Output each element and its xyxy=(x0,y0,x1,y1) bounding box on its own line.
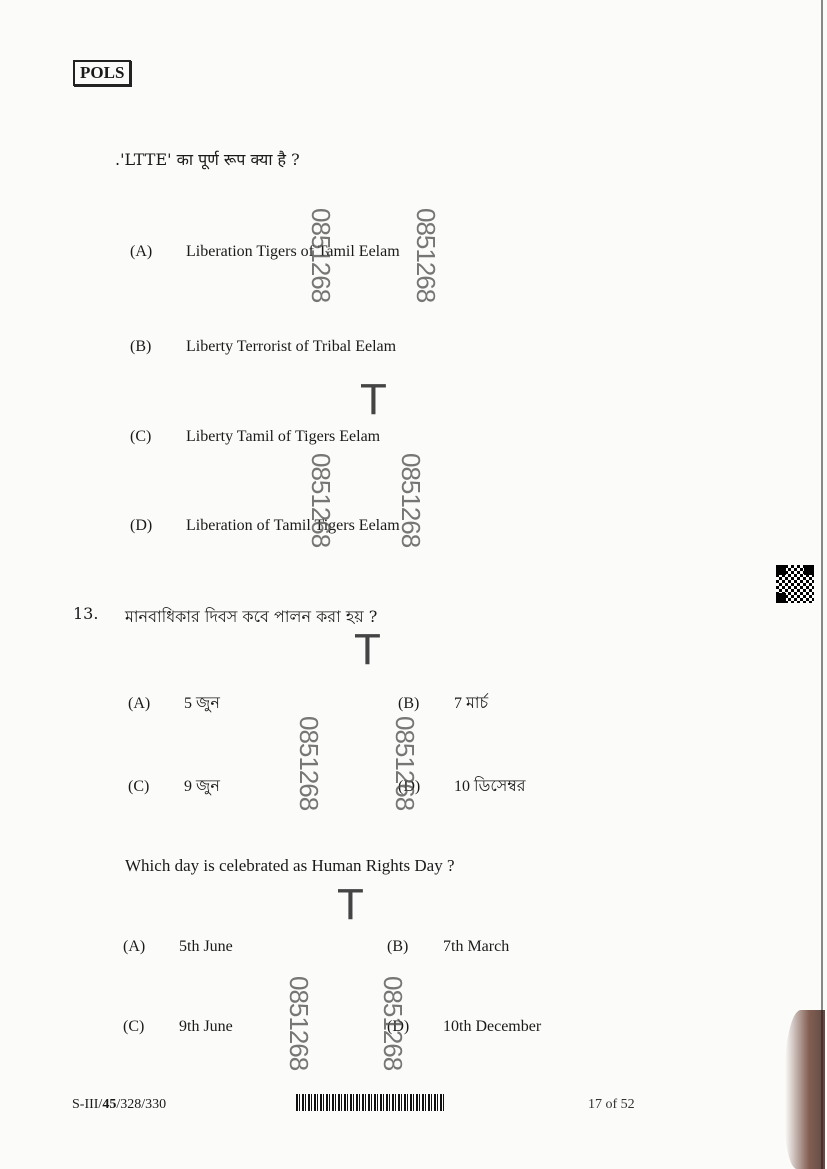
q12-option-b[interactable]: (B) Liberty Terrorist of Tribal Eelam xyxy=(130,338,396,356)
watermark-code: 0851268 xyxy=(284,976,314,1071)
option-label: (A) xyxy=(123,938,146,955)
watermark-code: 0851268 xyxy=(378,976,408,1071)
question-13-english: Which day is celebrated as Human Rights … xyxy=(125,856,455,875)
page-edge xyxy=(821,0,823,1169)
option-text: 7th March xyxy=(443,938,510,955)
option-label: (C) xyxy=(128,778,150,795)
series-number: 45 xyxy=(102,1097,117,1112)
watermark-code: 0851268 xyxy=(306,208,336,303)
watermark-code: 0851268 xyxy=(396,453,426,548)
q13-en-option-a[interactable]: (A) 5th June xyxy=(123,938,233,956)
scan-stain xyxy=(785,1010,825,1169)
q13-en-option-b[interactable]: (B) 7th March xyxy=(387,938,509,956)
option-text: 9th June xyxy=(179,1018,233,1035)
watermark-mark: T xyxy=(354,625,381,674)
option-text: 7 মার্চ xyxy=(454,695,489,712)
option-label: (C) xyxy=(130,428,152,445)
series-prefix: S-III/ xyxy=(72,1097,103,1112)
option-text: 10 ডিসেম্বর xyxy=(454,778,526,795)
q13-en-option-c[interactable]: (C) 9th June xyxy=(123,1018,233,1036)
qr-code xyxy=(776,565,814,603)
option-text: Liberation Tigers of Tamil Eelam xyxy=(186,243,400,260)
q13-bn-option-b[interactable]: (B) 7 মার্চ xyxy=(398,690,488,717)
watermark-mark: T xyxy=(360,375,387,424)
option-label: (D) xyxy=(130,517,153,534)
option-text: Liberation of Tamil Tigers Eelam xyxy=(186,517,400,534)
option-label: (A) xyxy=(128,695,151,712)
watermark-code: 0851268 xyxy=(306,453,336,548)
option-label: (B) xyxy=(387,938,409,955)
option-label: (A) xyxy=(130,243,153,260)
watermark-code: 0851268 xyxy=(294,716,324,811)
watermark-mark: T xyxy=(337,880,364,929)
q13-bn-option-c[interactable]: (C) 9 জুন xyxy=(128,773,220,800)
paper-code: POLS xyxy=(73,60,132,86)
question-13-bengali: মানবাধিকার দিবস কবে পালন করা হয় ? xyxy=(125,607,378,626)
option-text: 5 জুন xyxy=(184,695,220,712)
barcode xyxy=(296,1094,444,1111)
question-13-number: 13. xyxy=(73,604,99,623)
watermark-code: 0851268 xyxy=(390,716,420,811)
option-label: (B) xyxy=(130,338,152,355)
q12-option-c[interactable]: (C) Liberty Tamil of Tigers Eelam xyxy=(130,428,380,446)
option-text: 9 জুন xyxy=(184,778,220,795)
page-number: 17 of 52 xyxy=(588,1097,635,1112)
option-label: (D) xyxy=(398,778,421,795)
option-label: (B) xyxy=(398,695,420,712)
q12-option-a[interactable]: (A) Liberation Tigers of Tamil Eelam xyxy=(130,243,400,261)
option-text: 10th December xyxy=(443,1018,542,1035)
option-text: 5th June xyxy=(179,938,233,955)
q13-en-option-d[interactable]: (D) 10th December xyxy=(387,1018,541,1036)
q13-bn-option-d[interactable]: (D) 10 ডিসেম্বর xyxy=(398,773,526,800)
q12-option-d[interactable]: (D) Liberation of Tamil Tigers Eelam xyxy=(130,517,400,535)
footer-series: S-III/45/328/330 xyxy=(72,1097,166,1113)
option-text: Liberty Terrorist of Tribal Eelam xyxy=(186,338,397,355)
series-suffix: /328/330 xyxy=(116,1097,167,1112)
q13-bn-option-a[interactable]: (A) 5 জুন xyxy=(128,690,220,717)
watermark-code: 0851268 xyxy=(411,208,441,303)
option-label: (C) xyxy=(123,1018,145,1035)
question-12-text: .'LTTE' का पूर्ण रूप क्या है ? xyxy=(115,150,300,169)
option-text: Liberty Tamil of Tigers Eelam xyxy=(186,428,381,445)
option-label: (D) xyxy=(387,1018,410,1035)
